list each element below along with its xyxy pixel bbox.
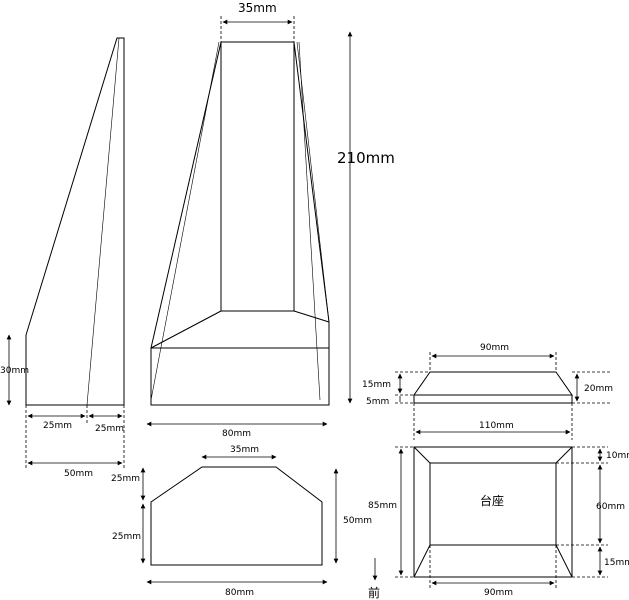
side-outline [25,37,125,406]
pedestal-plan: 台座 85mm 10mm 60mm 15mm 90mm 前 [368,446,629,600]
side-height-label: 30mm [0,366,29,376]
pedestal-plan-inner-label: 60mm [596,502,625,512]
pedestal-width-label: 110mm [479,421,514,431]
pedestal-bevel-label: 15mm [362,380,391,390]
side-left-width-label: 25mm [43,421,72,431]
pedestal-plan-top-label: 10mm [606,451,629,461]
side-right-width-label: 25mm [95,424,124,434]
pedestal-name: 台座 [480,493,504,508]
pedestal-depth-label: 85mm [368,501,397,511]
height-label: 210mm [337,149,395,167]
plan-left-lower-label: 25mm [112,532,141,542]
front-width-label: 80mm [222,429,251,439]
front-marker: 前 [368,585,380,600]
pedestal-plan-inner-width-label: 90mm [484,588,513,598]
top-width-label: 35mm [238,1,277,15]
plan-bottom-width-label: 80mm [225,588,254,598]
plan-view: 35mm 25mm 25mm 50mm 80mm [111,445,372,598]
plan-top-width-label: 35mm [230,445,259,455]
plan-right-height-label: 50mm [343,516,372,526]
pedestal-plan-bottom-label: 15mm [604,558,629,568]
pedestal-elevation: 90mm 15mm 5mm 20mm 110mm [362,343,613,440]
plan-outline [150,466,323,566]
pedestal-base-label: 5mm [366,397,389,407]
plan-left-upper-label: 25mm [111,474,140,484]
side-view: 30mm 25mm 25mm 50mm [0,37,125,479]
side-total-width-label: 50mm [64,469,93,479]
pedestal-top-width-label: 90mm [480,343,509,353]
side-center-line [86,37,120,406]
front-view: 35mm 210mm 80mm [146,1,395,439]
pedestal-height-label: 20mm [584,384,613,394]
